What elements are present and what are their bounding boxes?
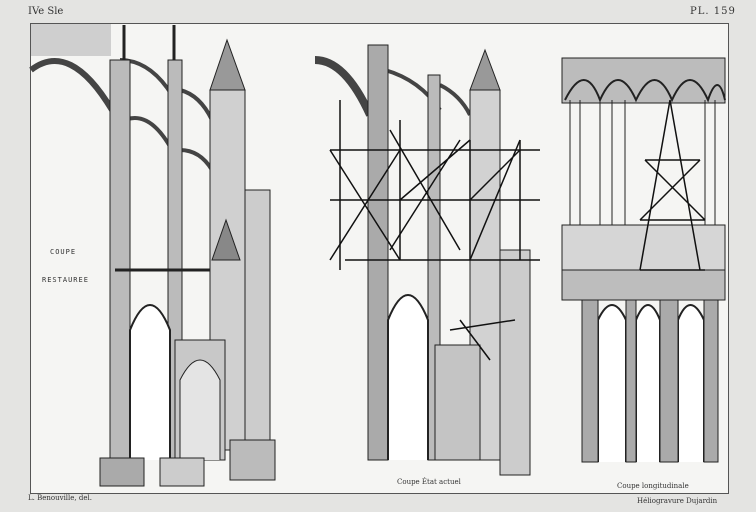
current-state-section-drawing [314,44,540,476]
label-longitudinale: Coupe longitudinale [617,482,689,490]
label-etat-actuel: Coupe État actuel [397,478,461,486]
longitudinal-section-drawing [561,57,726,463]
label-restauree: RESTAUREE [42,276,89,284]
engraver-credit: Héliogravure Dujardin [637,497,718,505]
label-coupe: COUPE [50,248,77,256]
scaffolding-tower [639,99,706,271]
restored-section-drawing [29,24,276,487]
series-label: IVe Sle [28,6,64,17]
draftsman-credit: L. Benouville, del. [28,494,92,502]
plate-number: PL. 159 [690,6,736,17]
scaffolding [329,100,540,361]
